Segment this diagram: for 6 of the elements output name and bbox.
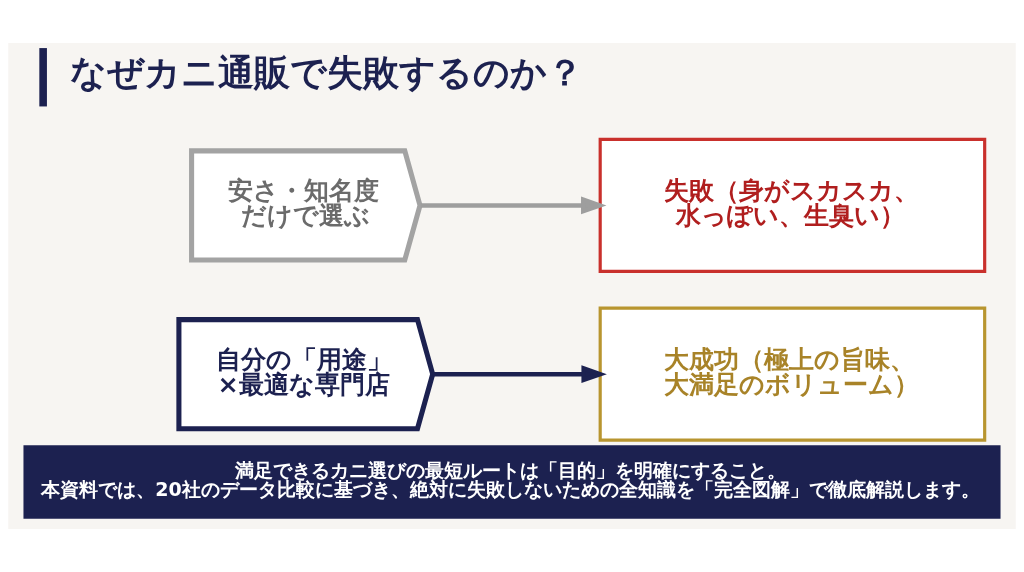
caption: 満足できるカニ選びの最短ルートは「目的」を明確にすること。本資料では、20社のデータ比較に基づき、絶対に失敗しないための全知識を「完全図解」で徹底解説します。	[41, 458, 980, 501]
diagram-title: なぜカニ通販で失敗するのか？	[69, 51, 583, 93]
node-box: 失敗（身がスカスカ、水っぽい、生臭い）	[598, 137, 987, 273]
node-box: 大成功（極上の旨味、大満足のボリューム）	[598, 306, 987, 442]
arrow	[433, 365, 607, 384]
arrow	[420, 196, 607, 215]
